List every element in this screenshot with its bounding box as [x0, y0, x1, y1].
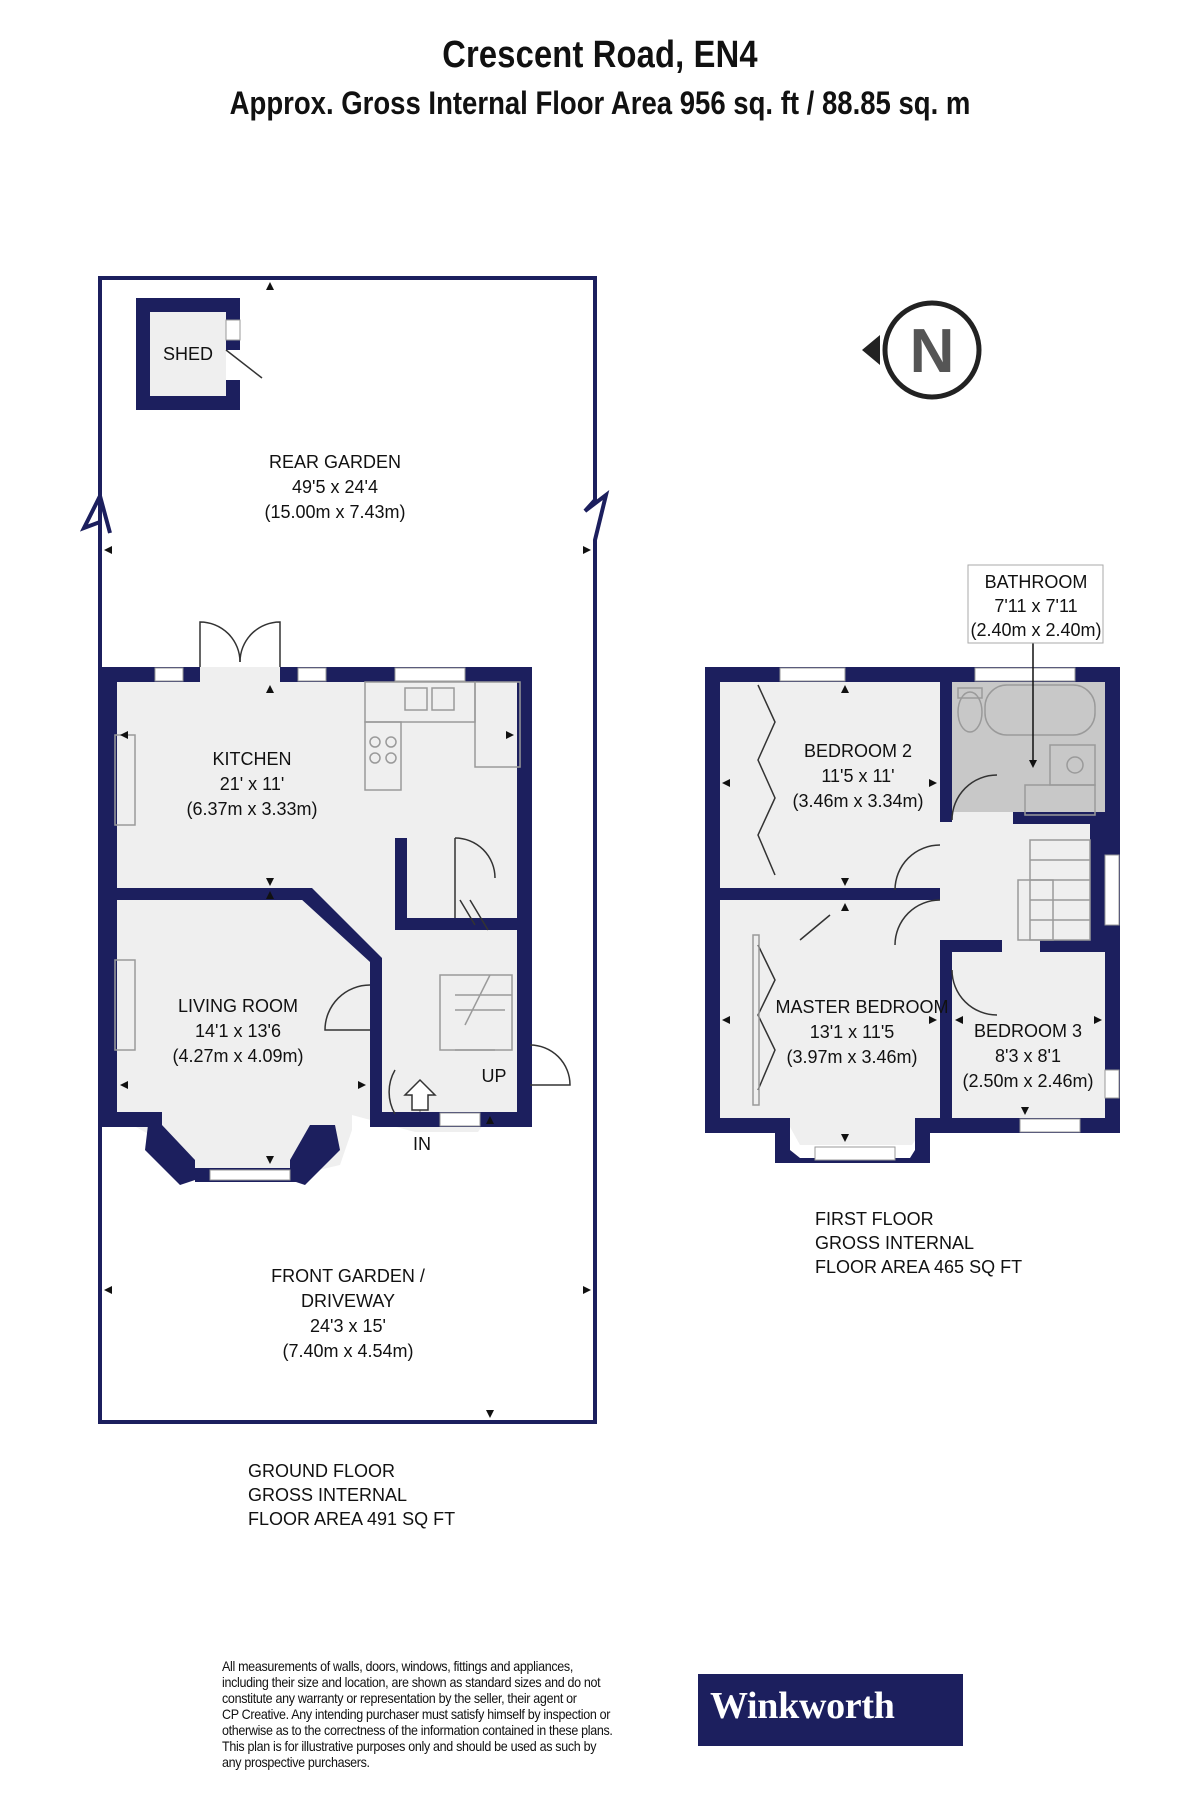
ground-floor-label-1: GROUND FLOOR: [248, 1461, 395, 1481]
first-floor-walls: [705, 640, 1120, 1163]
label-bathroom: BATHROOM: [985, 572, 1088, 592]
label-living-room-imperial: 14'1 x 13'6: [195, 1021, 281, 1041]
disclaimer-line: This plan is for illustrative purposes o…: [222, 1739, 597, 1754]
disclaimer-line: any prospective purchasers.: [222, 1755, 370, 1770]
label-master-bedroom: MASTER BEDROOM: [775, 997, 948, 1017]
ground-floor-interior: [115, 682, 520, 1182]
label-rear-garden-imperial: 49'5 x 24'4: [292, 477, 378, 497]
label-rear-garden: REAR GARDEN: [269, 452, 401, 472]
label-kitchen: KITCHEN: [212, 749, 291, 769]
label-front-garden-1: FRONT GARDEN /: [271, 1266, 425, 1286]
disclaimer-line: otherwise as to the correctness of the i…: [222, 1723, 613, 1738]
label-front-garden-2: DRIVEWAY: [301, 1291, 395, 1311]
label-kitchen-imperial: 21' x 11': [220, 774, 285, 794]
label-in: IN: [413, 1134, 431, 1154]
label-bathroom-imperial: 7'11 x 7'11: [994, 596, 1077, 616]
label-master-bedroom-metric: (3.97m x 3.46m): [786, 1047, 917, 1067]
label-master-bedroom-imperial: 13'1 x 11'5: [810, 1022, 895, 1042]
label-bathroom-metric: (2.40m x 2.40m): [970, 620, 1101, 640]
shed: [136, 298, 263, 410]
label-front-garden-imperial: 24'3 x 15': [310, 1316, 386, 1336]
label-kitchen-metric: (6.37m x 3.33m): [186, 799, 317, 819]
dimension-markers: [104, 282, 591, 1418]
disclaimer-line: All measurements of walls, doors, window…: [222, 1659, 574, 1674]
header: Crescent Road, EN4 Approx. Gross Interna…: [0, 34, 1200, 122]
label-bedroom2-metric: (3.46m x 3.34m): [792, 791, 923, 811]
ground-floor-walls: [102, 621, 571, 1185]
label-bedroom3-imperial: 8'3 x 8'1: [995, 1046, 1061, 1066]
ground-floor-label-2: GROSS INTERNAL: [248, 1485, 407, 1505]
label-living-room: LIVING ROOM: [178, 996, 298, 1016]
label-up: UP: [481, 1066, 506, 1086]
first-floor-dimension-markers: [722, 685, 1102, 1142]
first-floor-label-2: GROSS INTERNAL: [815, 1233, 974, 1253]
brand-logo: Winkworth: [698, 1674, 963, 1746]
page-subtitle: Approx. Gross Internal Floor Area 956 sq…: [229, 85, 971, 121]
disclaimer-line: including their size and location, are s…: [222, 1675, 601, 1690]
disclaimer: All measurements of walls, doors, window…: [222, 1659, 664, 1771]
label-bedroom2-imperial: 11'5 x 11': [821, 766, 894, 786]
label-bedroom2: BEDROOM 2: [804, 741, 912, 761]
label-shed: SHED: [163, 344, 213, 364]
page-title: Crescent Road, EN4: [442, 34, 758, 76]
label-front-garden-metric: (7.40m x 4.54m): [282, 1341, 413, 1361]
disclaimer-line: constitute any warranty or representatio…: [222, 1691, 577, 1706]
first-floor-label-3: FLOOR AREA 465 SQ FT: [815, 1257, 1022, 1277]
label-bedroom3: BEDROOM 3: [974, 1021, 1082, 1041]
compass-icon: N: [862, 300, 982, 400]
first-floor-interior: [718, 682, 1105, 1145]
first-floor-label-1: FIRST FLOOR: [815, 1209, 934, 1229]
compass-letter: N: [910, 317, 955, 386]
ground-floor-label-3: FLOOR AREA 491 SQ FT: [248, 1509, 455, 1529]
brand-name: Winkworth: [710, 1685, 895, 1727]
disclaimer-line: CP Creative. Any intending purchaser mus…: [222, 1707, 611, 1722]
label-rear-garden-metric: (15.00m x 7.43m): [264, 502, 405, 522]
label-living-room-metric: (4.27m x 4.09m): [172, 1046, 303, 1066]
rear-garden-boundary: [79, 276, 610, 1424]
label-bedroom3-metric: (2.50m x 2.46m): [962, 1071, 1093, 1091]
